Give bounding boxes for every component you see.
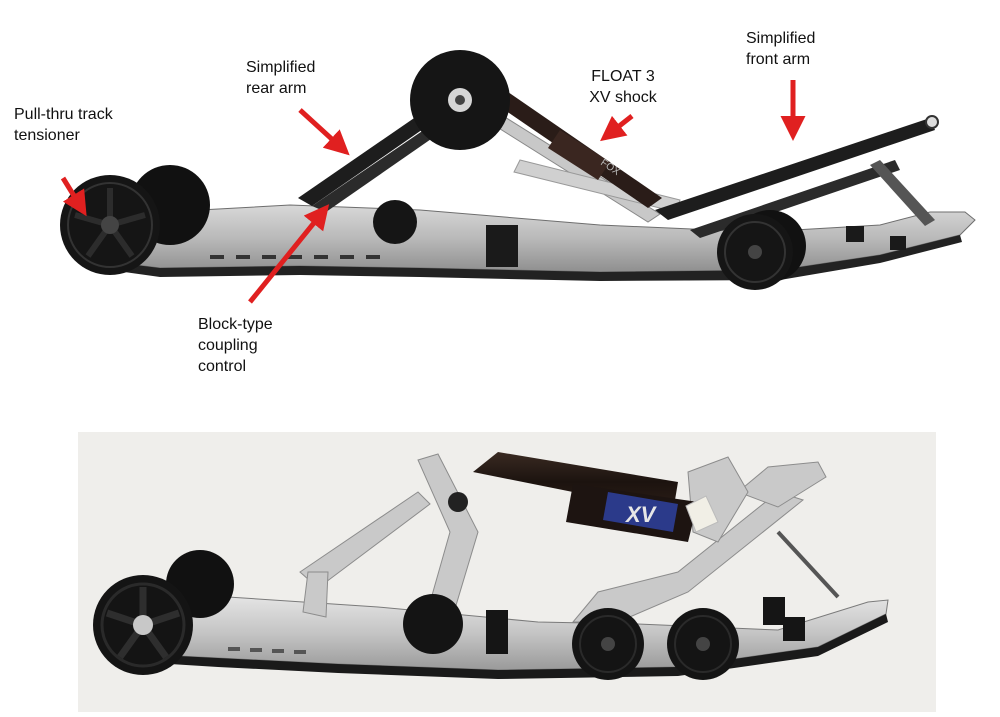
top-suspension-figure: FOX — [14, 30, 976, 375]
slide-rail — [117, 596, 889, 679]
float-3-xv-shock: XV — [448, 452, 719, 542]
shock-arrow — [600, 114, 634, 142]
tensioner-label: Pull-thru track tensioner — [14, 106, 113, 144]
rear-wheels — [93, 550, 234, 675]
float-3-xv-shock: FOX — [490, 92, 662, 208]
slide-rail — [89, 204, 976, 281]
upper-idler-wheel — [410, 50, 510, 150]
rear-arm-arrow — [298, 108, 350, 156]
coupling-label: Block-type coupling control — [198, 316, 273, 375]
top-suspension-illustration: FOX — [60, 50, 976, 304]
callout-arrows — [60, 80, 806, 304]
front-arm-label: Simplified front arm — [746, 30, 816, 68]
coupling-arrow — [248, 204, 330, 304]
shock-brand-text: XV — [624, 502, 658, 527]
bottom-suspension-illustration: XV — [93, 452, 889, 680]
front-wheels — [717, 210, 806, 290]
front-arm — [655, 115, 939, 238]
rear-arm-label: Simplified rear arm — [246, 59, 316, 97]
shock-label: FLOAT 3 XV shock — [589, 68, 657, 106]
bottom-suspension-photo: XV — [78, 432, 936, 712]
mid-idler-wheel — [373, 200, 417, 244]
limiter-strap — [776, 530, 840, 599]
tensioner-arrow — [60, 176, 87, 217]
front-wheels — [572, 608, 739, 680]
mid-idler-wheel — [403, 594, 463, 654]
